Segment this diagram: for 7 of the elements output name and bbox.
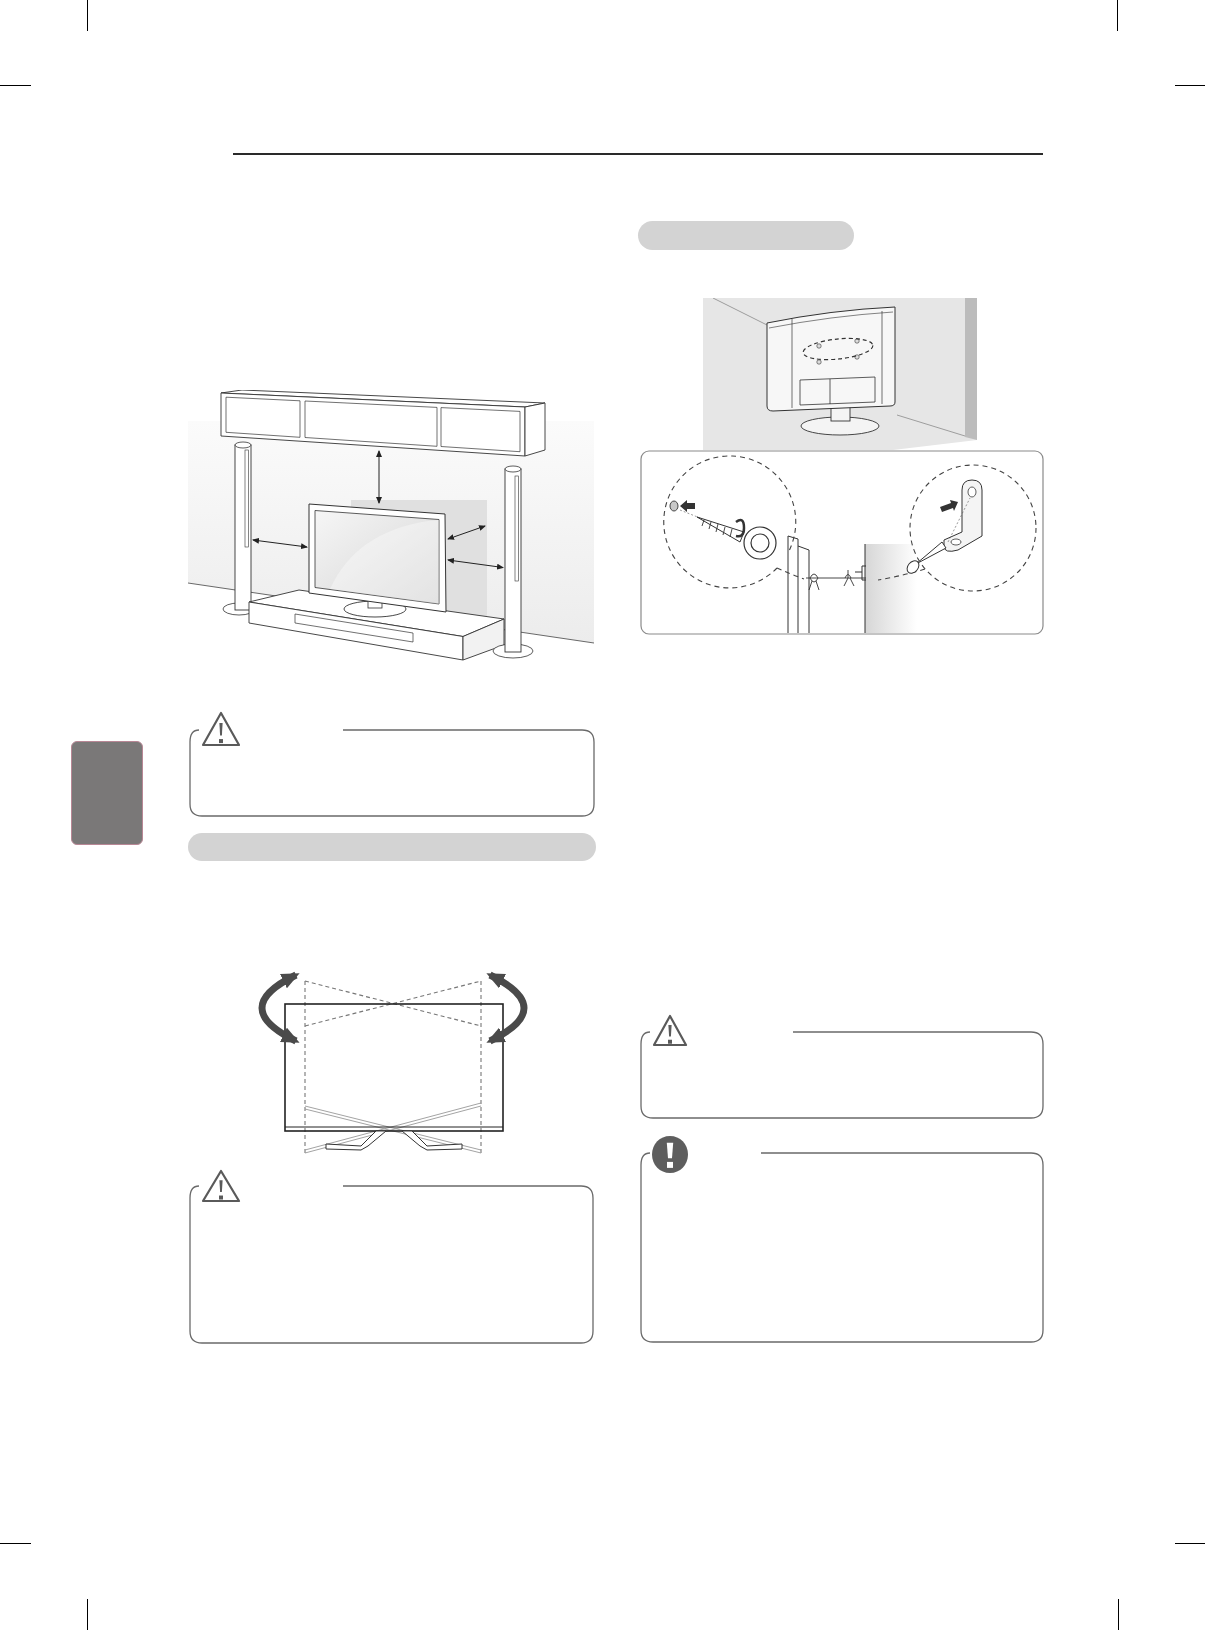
caution-box [189, 1185, 594, 1344]
section-header-bar [188, 833, 596, 861]
caution-box [640, 1031, 1044, 1119]
caution-box [189, 729, 595, 817]
note-box [640, 1152, 1044, 1343]
side-tab [71, 741, 143, 845]
section-header-bar [638, 221, 854, 250]
